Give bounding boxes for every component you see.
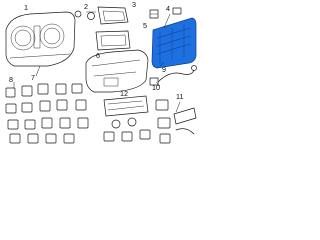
callout-label: 6 bbox=[96, 51, 100, 60]
parts-diagram: 1 2 3 4 5 6 7 8 9 10 11 12 bbox=[5, 0, 197, 144]
right-bottom-modules bbox=[155, 99, 197, 144]
callout-label: 5 bbox=[143, 21, 147, 30]
center-stack-trim bbox=[85, 49, 149, 93]
instrument-cluster bbox=[5, 11, 76, 67]
small-parts-right bbox=[149, 7, 182, 19]
callout-label: 2 bbox=[84, 2, 88, 11]
wire-harness bbox=[149, 65, 197, 86]
climate-control-panel bbox=[103, 95, 151, 142]
switch-modules bbox=[5, 83, 89, 144]
highlighted-vent-assembly bbox=[151, 17, 197, 69]
callouts: 1 2 3 4 5 6 7 8 9 10 11 12 bbox=[9, 0, 183, 101]
center-display-housing bbox=[95, 6, 131, 51]
callout-label: 9 bbox=[162, 65, 166, 74]
callout-label: 8 bbox=[9, 75, 13, 84]
callout-label: 3 bbox=[132, 0, 136, 9]
callout-label: 11 bbox=[176, 92, 183, 101]
small-switches-top bbox=[74, 10, 96, 20]
callout-label: 10 bbox=[152, 83, 160, 92]
leader-lines bbox=[13, 13, 181, 113]
callout-label: 7 bbox=[31, 73, 35, 82]
callout-label: 4 bbox=[166, 4, 170, 13]
callout-label: 12 bbox=[120, 89, 128, 98]
callout-label: 1 bbox=[24, 3, 28, 12]
